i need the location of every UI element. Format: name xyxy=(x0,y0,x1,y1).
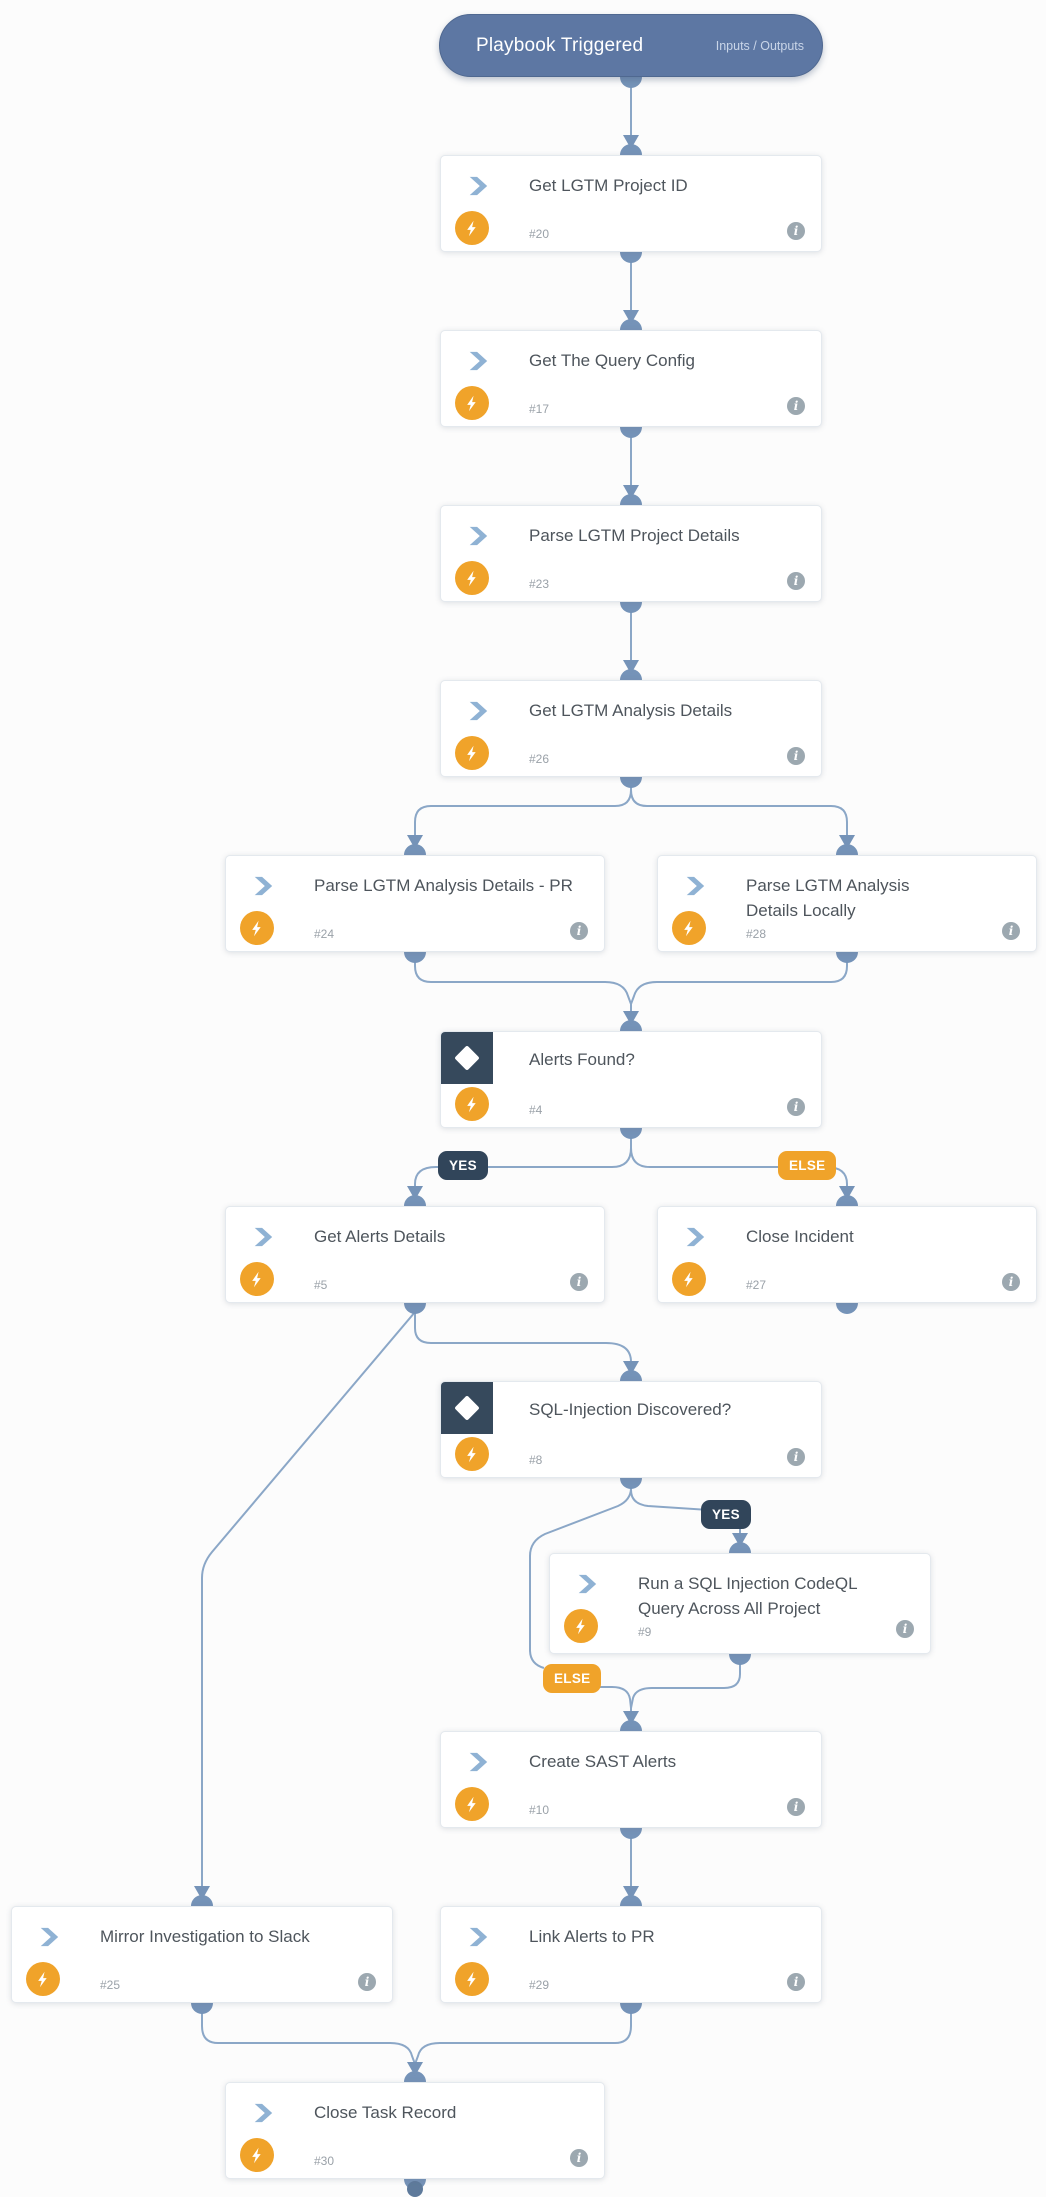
task-arrow-icon xyxy=(467,525,489,547)
task-number: #26 xyxy=(529,752,550,766)
task-arrow-icon xyxy=(252,2102,274,2124)
info-icon[interactable]: i xyxy=(570,922,588,940)
condition-node-sql-injection-discovered[interactable]: SQL-Injection Discovered? #8 i xyxy=(440,1381,822,1478)
task-number: #29 xyxy=(529,1978,550,1992)
task-arrow-icon xyxy=(252,1226,274,1248)
automation-bolt-icon xyxy=(455,1087,489,1121)
automation-bolt-icon xyxy=(240,911,274,945)
automation-bolt-icon xyxy=(455,211,489,245)
task-number: #8 xyxy=(529,1453,543,1467)
task-number: #23 xyxy=(529,577,550,591)
info-icon[interactable]: i xyxy=(787,1448,805,1466)
task-node-create-sast-alerts[interactable]: Create SAST Alerts #10 i xyxy=(440,1731,822,1828)
branch-label-yes: YES xyxy=(438,1151,488,1180)
task-node-get-lgtm-analysis-details[interactable]: Get LGTM Analysis Details #26 i xyxy=(440,680,822,777)
automation-bolt-icon xyxy=(672,911,706,945)
info-icon[interactable]: i xyxy=(1002,922,1020,940)
automation-bolt-icon xyxy=(455,386,489,420)
task-node-close-task-record[interactable]: Close Task Record #30 i xyxy=(225,2082,605,2179)
automation-bolt-icon xyxy=(26,1962,60,1996)
task-number: #25 xyxy=(100,1978,121,1992)
task-number: #5 xyxy=(314,1278,328,1292)
task-arrow-icon xyxy=(576,1573,598,1595)
automation-bolt-icon xyxy=(240,1262,274,1296)
task-arrow-icon xyxy=(467,1751,489,1773)
task-node-get-lgtm-project-id[interactable]: Get LGTM Project ID #20 i xyxy=(440,155,822,252)
task-arrow-icon xyxy=(684,875,706,897)
task-title: Get Alerts Details xyxy=(314,1227,446,1246)
task-node-parse-lgtm-analysis-details-locally[interactable]: Parse LGTM Analysis Details Locally #28 … xyxy=(657,855,1037,952)
task-title: Run a SQL Injection CodeQL Query Across … xyxy=(638,1574,857,1618)
playbook-title: Playbook Triggered xyxy=(476,34,644,56)
task-title: Create SAST Alerts xyxy=(529,1752,677,1771)
branch-label-else: ELSE xyxy=(543,1664,602,1693)
task-number: #4 xyxy=(529,1103,543,1117)
task-title: Close Incident xyxy=(746,1227,854,1246)
condition-diamond-icon xyxy=(441,1032,493,1084)
automation-bolt-icon xyxy=(455,736,489,770)
info-icon[interactable]: i xyxy=(358,1973,376,1991)
task-arrow-icon xyxy=(467,700,489,722)
task-arrow-icon xyxy=(467,175,489,197)
automation-bolt-icon xyxy=(455,1437,489,1471)
task-title: Get The Query Config xyxy=(529,351,695,370)
task-arrow-icon xyxy=(467,1926,489,1948)
task-node-link-alerts-to-pr[interactable]: Link Alerts to PR #29 i xyxy=(440,1906,822,2003)
info-icon[interactable]: i xyxy=(787,1973,805,1991)
automation-bolt-icon xyxy=(672,1262,706,1296)
task-node-parse-lgtm-analysis-details-pr[interactable]: Parse LGTM Analysis Details - PR #24 i xyxy=(225,855,605,952)
automation-bolt-icon xyxy=(455,561,489,595)
task-node-mirror-investigation-to-slack[interactable]: Mirror Investigation to Slack #25 i xyxy=(11,1906,393,2003)
info-icon[interactable]: i xyxy=(787,1098,805,1116)
task-title: SQL-Injection Discovered? xyxy=(529,1400,732,1419)
branch-label-else: ELSE xyxy=(778,1151,837,1180)
info-icon[interactable]: i xyxy=(787,572,805,590)
task-title: Get LGTM Project ID xyxy=(529,176,688,195)
task-arrow-icon xyxy=(684,1226,706,1248)
task-title: Mirror Investigation to Slack xyxy=(100,1927,310,1946)
condition-node-alerts-found[interactable]: Alerts Found? #4 i xyxy=(440,1031,822,1128)
task-title: Get LGTM Analysis Details xyxy=(529,701,733,720)
task-title: Close Task Record xyxy=(314,2103,457,2122)
playbook-triggered-header[interactable]: Playbook Triggered Inputs / Outputs xyxy=(439,14,823,77)
task-number: #28 xyxy=(746,927,767,941)
condition-diamond-icon xyxy=(441,1382,493,1434)
info-icon[interactable]: i xyxy=(570,1273,588,1291)
task-number: #30 xyxy=(314,2154,335,2168)
task-arrow-icon xyxy=(467,350,489,372)
info-icon[interactable]: i xyxy=(787,747,805,765)
task-node-get-alerts-details[interactable]: Get Alerts Details #5 i xyxy=(225,1206,605,1303)
branch-label-yes: YES xyxy=(701,1500,751,1529)
info-icon[interactable]: i xyxy=(787,397,805,415)
info-icon[interactable]: i xyxy=(570,2149,588,2167)
task-title: Parse LGTM Analysis Details - PR xyxy=(314,876,573,895)
info-icon[interactable]: i xyxy=(787,222,805,240)
automation-bolt-icon xyxy=(564,1609,598,1643)
task-title: Parse LGTM Analysis Details Locally xyxy=(746,876,910,920)
task-arrow-icon xyxy=(38,1926,60,1948)
task-number: #27 xyxy=(746,1278,767,1292)
task-number: #9 xyxy=(638,1625,652,1639)
info-icon[interactable]: i xyxy=(787,1798,805,1816)
task-title: Link Alerts to PR xyxy=(529,1927,655,1946)
task-number: #20 xyxy=(529,227,550,241)
task-title: Alerts Found? xyxy=(529,1050,635,1069)
info-icon[interactable]: i xyxy=(896,1620,914,1638)
task-number: #24 xyxy=(314,927,335,941)
task-node-run-sql-injection-codeql-query[interactable]: Run a SQL Injection CodeQL Query Across … xyxy=(549,1553,931,1654)
info-icon[interactable]: i xyxy=(1002,1273,1020,1291)
automation-bolt-icon xyxy=(455,1787,489,1821)
automation-bolt-icon xyxy=(455,1962,489,1996)
inputs-outputs-link[interactable]: Inputs / Outputs xyxy=(715,38,804,53)
automation-bolt-icon xyxy=(240,2138,274,2172)
task-node-get-the-query-config[interactable]: Get The Query Config #17 i xyxy=(440,330,822,427)
task-number: #10 xyxy=(529,1803,550,1817)
task-node-close-incident[interactable]: Close Incident #27 i xyxy=(657,1206,1037,1303)
task-arrow-icon xyxy=(252,875,274,897)
task-number: #17 xyxy=(529,402,550,416)
task-node-parse-lgtm-project-details[interactable]: Parse LGTM Project Details #23 i xyxy=(440,505,822,602)
task-title: Parse LGTM Project Details xyxy=(529,526,740,545)
